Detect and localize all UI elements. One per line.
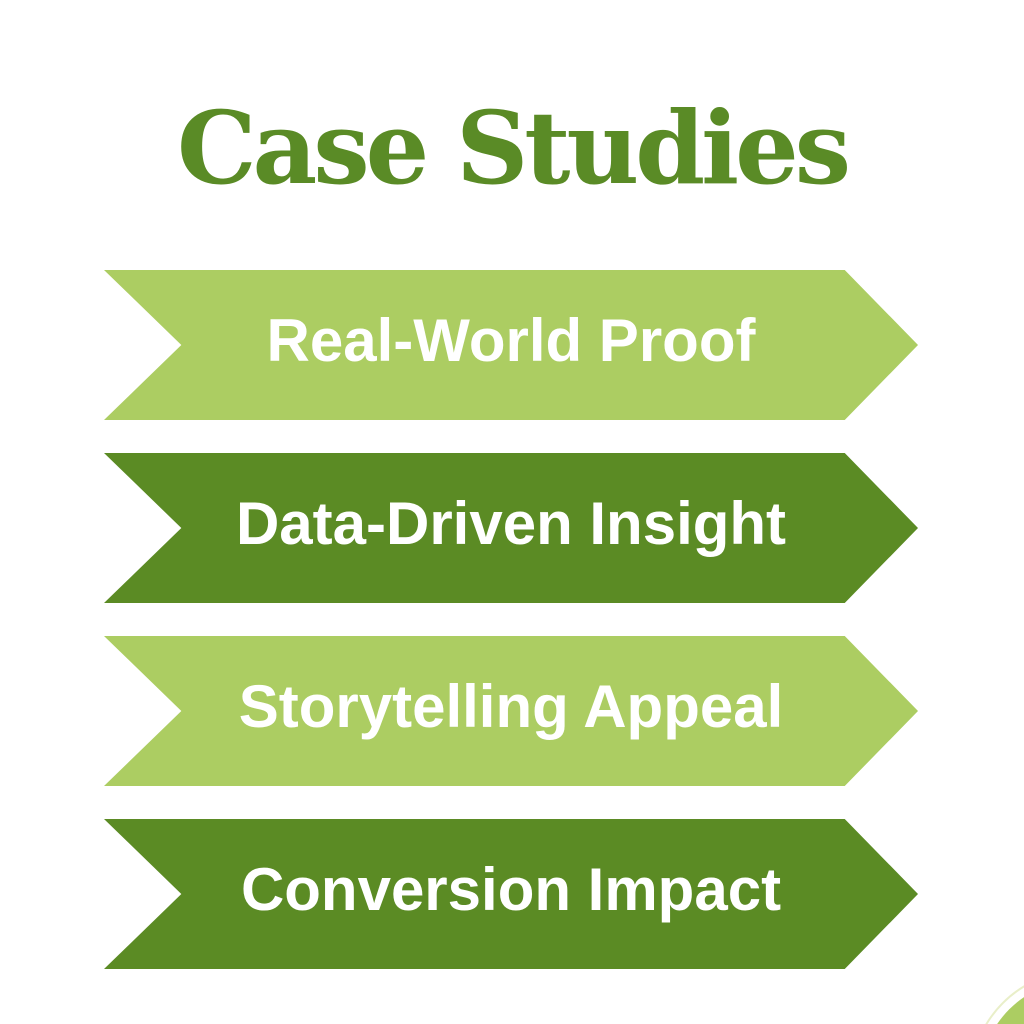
banner-storytelling-appeal: Storytelling Appeal bbox=[104, 636, 918, 786]
banner-conversion-impact: Conversion Impact bbox=[104, 819, 918, 969]
banner-real-world-proof: Real-World Proof bbox=[104, 270, 918, 420]
banner-label-conversion-impact: Conversion Impact bbox=[240, 856, 782, 923]
banner-label-data-driven-insight: Data-Driven Insight bbox=[235, 490, 787, 557]
banner-label-storytelling-appeal: Storytelling Appeal bbox=[238, 673, 784, 740]
banner-label-real-world-proof: Real-World Proof bbox=[266, 307, 756, 374]
page-title: Case Studies bbox=[176, 89, 851, 207]
banner-data-driven-insight: Data-Driven Insight bbox=[104, 453, 918, 603]
